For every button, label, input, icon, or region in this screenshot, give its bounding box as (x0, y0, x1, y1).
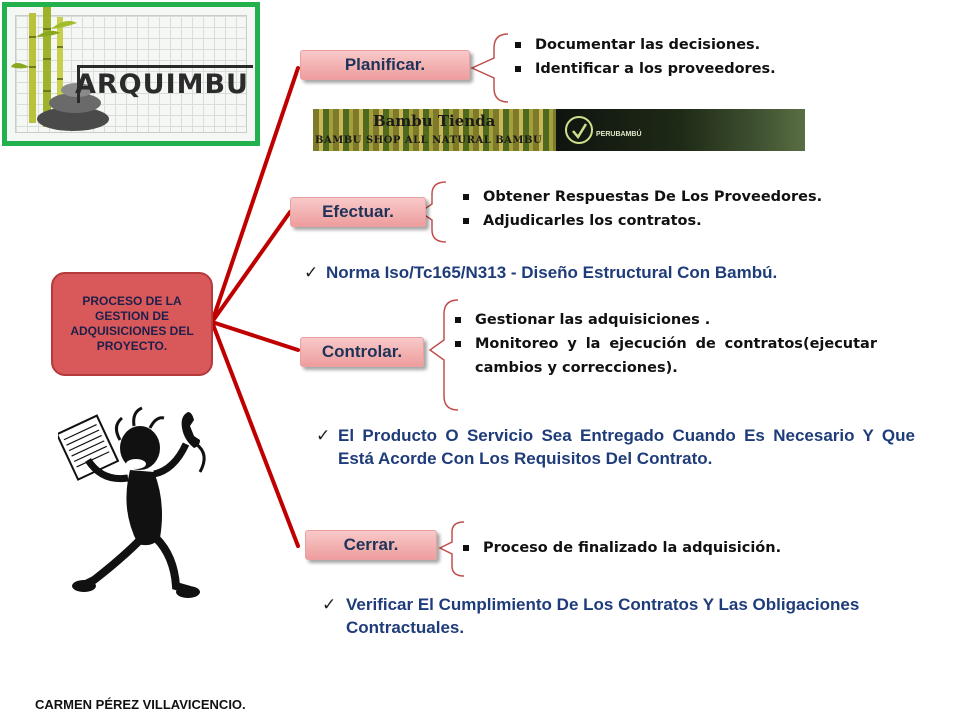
planificar-bullets: Documentar las decisiones. Identificar a… (507, 33, 807, 81)
check-mark-icon: ✓ (322, 595, 337, 614)
controlar-bullets: Gestionar las adquisiciones . Monitoreo … (447, 308, 877, 380)
step-controlar: Controlar. (300, 337, 424, 367)
logo-text: ARQUIMBU (75, 69, 249, 100)
banner-bambu-shop: Bambu Tienda BAMBU SHOP ALL NATURAL BAMB… (313, 109, 556, 151)
bracket-controlar (428, 299, 459, 411)
banner-perubambu: PERUBAMBÚ (556, 109, 805, 151)
step-planificar: Planificar. (300, 50, 470, 80)
list-item: Monitoreo y la ejecución de contratos(ej… (447, 332, 877, 380)
arquimbu-logo: ARQUIMBU (2, 2, 260, 146)
bambu-tienda-banner: Bambu Tienda BAMBU SHOP ALL NATURAL BAMB… (313, 109, 805, 151)
connector-efectuar (210, 210, 292, 324)
root-process-node: PROCESO DE LA GESTION DE ADQUISICIONES D… (51, 272, 213, 376)
check-verificar-cumplimiento: ✓ Verificar El Cumplimiento De Los Contr… (322, 593, 886, 639)
list-item: Proceso de finalizado la adquisición. (455, 536, 875, 560)
connector-cerrar (210, 320, 300, 548)
cerrar-bullets: Proceso de finalizado la adquisición. (455, 536, 875, 560)
step-cerrar: Cerrar. (305, 530, 437, 560)
bracket-cerrar (438, 521, 465, 577)
logo-text-frame (77, 65, 253, 103)
step-planificar-label: Planificar. (344, 55, 426, 74)
banner-subtitle: BAMBU SHOP ALL NATURAL BAMBU (315, 135, 543, 146)
step-controlar-label: Controlar. (321, 342, 403, 361)
banner-title: Bambu Tienda (373, 112, 496, 130)
check-text: Verificar El Cumplimiento De Los Contrat… (346, 595, 860, 637)
connector-planificar (210, 66, 300, 324)
connector-controlar (210, 320, 300, 352)
author-footer: CARMEN PÉREZ VILLAVICENCIO. (35, 697, 246, 712)
perubambu-leaf-icon (565, 116, 593, 144)
list-item: Identificar a los proveedores. (507, 57, 807, 81)
list-item: Gestionar las adquisiciones . (447, 308, 877, 332)
check-norma-iso: ✓ Norma Iso/Tc165/N313 - Diseño Estructu… (304, 261, 946, 284)
efectuar-bullets: Obtener Respuestas De Los Proveedores. A… (455, 185, 875, 233)
root-process-label: PROCESO DE LA GESTION DE ADQUISICIONES D… (70, 294, 194, 353)
check-text: El Producto O Servicio Sea Entregado Cua… (338, 426, 915, 468)
step-efectuar: Efectuar. (290, 197, 426, 227)
step-efectuar-label: Efectuar. (322, 202, 394, 221)
banner-brand: PERUBAMBÚ (596, 131, 642, 138)
check-producto-servicio: ✓ El Producto O Servicio Sea Entregado C… (316, 424, 915, 470)
step-cerrar-label: Cerrar. (343, 535, 399, 554)
list-item: Adjudicarles los contratos. (455, 209, 875, 233)
bamboo-stones-icon (11, 7, 109, 131)
stressed-person-icon (58, 406, 206, 598)
list-item: Obtener Respuestas De Los Proveedores. (455, 185, 875, 209)
check-mark-icon: ✓ (304, 263, 319, 282)
check-text: Norma Iso/Tc165/N313 - Diseño Estructura… (326, 263, 778, 282)
list-item: Documentar las decisiones. (507, 33, 807, 57)
check-mark-icon: ✓ (316, 426, 331, 445)
bracket-planificar (470, 33, 509, 103)
